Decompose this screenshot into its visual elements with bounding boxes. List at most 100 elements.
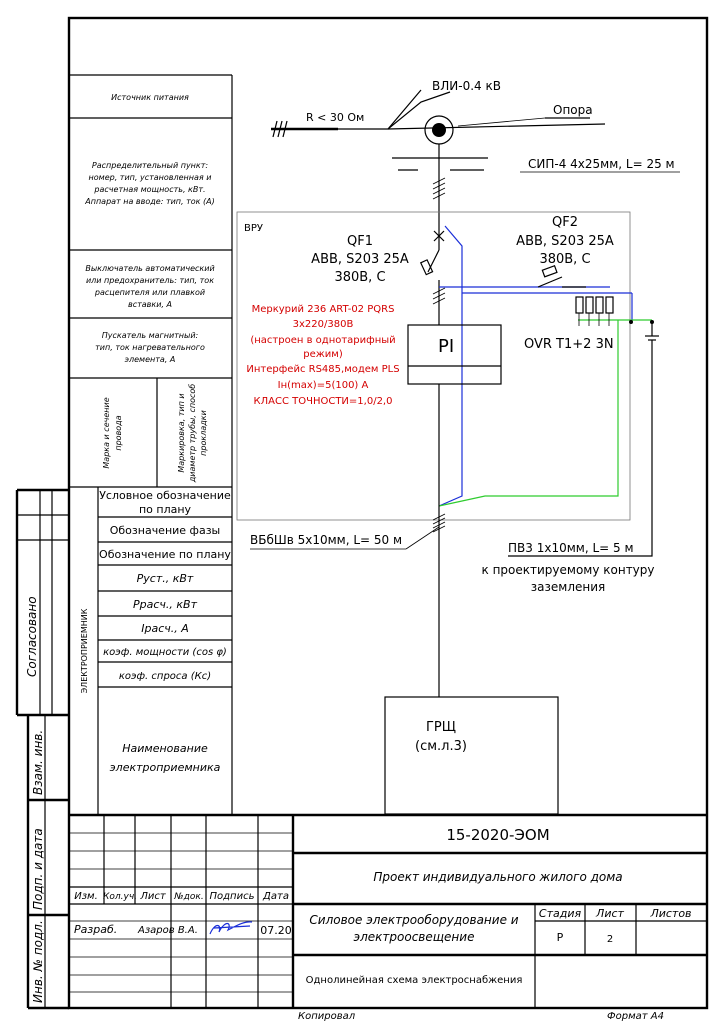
pe-wiring [438, 319, 652, 507]
pole-symbol [424, 115, 454, 145]
sheet-title-line2: электроосвещение [354, 930, 475, 944]
legend-starter: Пускатель магнитный: тип, ток нагревател… [95, 331, 205, 364]
svg-text:номер, тип, установленная и: номер, тип, установленная и [89, 173, 212, 182]
svg-text:по плану: по плану [139, 503, 192, 516]
pole-label: Опора [553, 103, 593, 117]
svg-text:диаметр трубы, способ: диаметр трубы, способ [188, 384, 197, 483]
legend-row-i-calc: Iрасч., А [141, 622, 189, 635]
legend-row-demand: коэф. спроса (Кс) [119, 671, 211, 682]
svg-text:расчетная мощность, кВт.: расчетная мощность, кВт. [93, 185, 205, 194]
pv3-destination-2: заземления [531, 580, 605, 594]
stamp-inv-orig: Инв. № подл. [31, 920, 45, 1003]
legend-row-cos-phi: коэф. мощности (cos φ) [103, 647, 227, 658]
svg-text:Выключатель автоматический: Выключатель автоматический [85, 264, 214, 273]
project-name: Проект индивидуального жилого дома [373, 870, 622, 884]
grsch-ref: (см.л.3) [415, 739, 467, 754]
svg-text:электроприемника: электроприемника [110, 761, 221, 774]
legend-rows: Условное обозначение по плану Обозначени… [99, 489, 231, 774]
copied-label: Копировал [298, 1011, 356, 1022]
pv3-cable-label: ПВ3 1х10мм, L= 5 м [508, 541, 634, 555]
stage-label: Стадия [539, 907, 582, 920]
qf1-model: ABB, S203 25A [311, 252, 409, 267]
sheet-number: 2 [607, 934, 613, 945]
svg-text:вставки, А: вставки, А [128, 300, 172, 309]
svg-text:№док.: №док. [173, 892, 203, 902]
svg-text:3х220/380В: 3х220/380В [293, 319, 354, 330]
svg-text:Аппарат на вводе: тип, ток (А): Аппарат на вводе: тип, ток (А) [84, 197, 215, 206]
grsch-box [384, 696, 559, 815]
stamp-inv-replace: Взам. инв. [31, 730, 45, 795]
svg-text:Распределительный пункт:: Распределительный пункт: [92, 161, 209, 170]
sip-cable-label: СИП-4 4х25мм, L= 25 м [528, 157, 675, 171]
legend-cable-brand: Марка и сечение провода [102, 397, 123, 468]
outgoing-cable [250, 505, 446, 697]
svg-text:провода: провода [114, 415, 123, 450]
overhead-line [338, 89, 680, 173]
developer-name: Азаров В.А. [137, 925, 198, 936]
vru-label: ВРУ [244, 223, 263, 234]
legend-row-consumer-name: Наименование [122, 742, 208, 755]
format-label: Формат А4 [607, 1011, 664, 1022]
grsch-label: ГРЩ [426, 720, 456, 735]
svg-text:Маркировка, тип и: Маркировка, тип и [177, 393, 186, 472]
ground-resistance-label: R < 30 Ом [306, 111, 364, 124]
svg-text:или предохранитель: тип, ток: или предохранитель: тип, ток [86, 276, 214, 285]
svg-text:прокладки: прокладки [199, 410, 208, 456]
legend-cable-marking: Маркировка, тип и диаметр трубы, способ … [177, 384, 208, 483]
developer-role: Разраб. [74, 923, 117, 936]
qf2-model: ABB, S203 25A [516, 234, 614, 249]
qf1-rating: 380В, С [334, 270, 385, 285]
svg-text:КЛАСС ТОЧНОСТИ=1,0/2,0: КЛАСС ТОЧНОСТИ=1,0/2,0 [254, 396, 393, 407]
ovr-label: OVR T1+2 3N [524, 337, 614, 352]
legend-consumers-label: ЭЛЕКТРОПРИЕМНИК [80, 608, 89, 693]
side-stamp [15, 488, 69, 1010]
svg-text:Дата: Дата [262, 891, 289, 902]
svg-text:расцепителя или плавкой: расцепителя или плавкой [94, 288, 205, 297]
svg-text:Подпись: Подпись [210, 891, 255, 902]
qf2-designation: QF2 [552, 215, 578, 230]
sheet-label: Лист [595, 907, 624, 920]
stamp-sign-date: Подп. и дата [31, 828, 45, 910]
qf2-breaker [537, 265, 586, 288]
legend-table [69, 74, 233, 815]
svg-text:Меркурий 236 ART-02 PQRS: Меркурий 236 ART-02 PQRS [252, 304, 395, 315]
title-block [69, 813, 707, 1008]
svg-text:Изм.: Изм. [74, 891, 98, 902]
legend-row-p-calc: Ррасч., кВт [133, 598, 198, 611]
stage-value: Р [557, 931, 564, 944]
legend-power-source: Источник питания [111, 93, 189, 102]
meter-spec: Меркурий 236 ART-02 PQRS 3х220/380В (нас… [246, 304, 399, 407]
developer-signature [209, 921, 253, 935]
svg-text:Лист: Лист [139, 891, 167, 902]
legend-row-p-install: Руст., кВт [137, 572, 194, 585]
energy-meter [407, 324, 502, 505]
surge-protector [575, 296, 659, 341]
svg-text:Марка и сечение: Марка и сечение [102, 397, 111, 468]
svg-text:(настроен в однотарифный: (настроен в однотарифный [250, 335, 395, 346]
svg-text:Iн(max)=5(100) А: Iн(max)=5(100) А [278, 380, 369, 391]
svg-text:режим): режим) [303, 349, 343, 360]
main-feeder [432, 144, 446, 238]
legend-switch-fuse: Выключатель автоматический или предохран… [85, 264, 214, 309]
ground-conductor [508, 340, 653, 557]
svg-text:Пускатель магнитный:: Пускатель магнитный: [102, 331, 199, 340]
pv3-destination: к проектируемому контуру [482, 563, 655, 577]
ground-electrode [271, 120, 338, 138]
vbbshv-cable-label: ВБбШв 5х10мм, L= 50 м [250, 533, 402, 547]
legend-row-phase: Обозначение фазы [110, 524, 221, 537]
meter-symbol: PI [438, 336, 454, 357]
svg-text:Интерфейс RS485,модем PLS: Интерфейс RS485,модем PLS [246, 364, 399, 375]
legend-row-plan-symbol: Условное обозначение [99, 489, 231, 502]
qf2-rating: 380В, С [539, 252, 590, 267]
svg-text:тип, ток нагревательного: тип, ток нагревательного [95, 343, 205, 352]
sheet-frame [67, 16, 709, 1010]
svg-text:Кол.уч.: Кол.уч. [103, 892, 137, 902]
line-voltage-label: ВЛИ-0.4 кВ [432, 79, 501, 93]
legend-row-plan-designation: Обозначение по плану [99, 548, 231, 561]
drawing-title: Однолинейная схема электроснабжения [306, 975, 523, 986]
qf1-designation: QF1 [347, 234, 373, 249]
approval-date: 07.20 [260, 924, 292, 937]
title-headers: Изм. Кол.уч. Лист №док. Подпись Дата [74, 891, 289, 902]
document-code: 15-2020-ЭОМ [446, 826, 549, 844]
